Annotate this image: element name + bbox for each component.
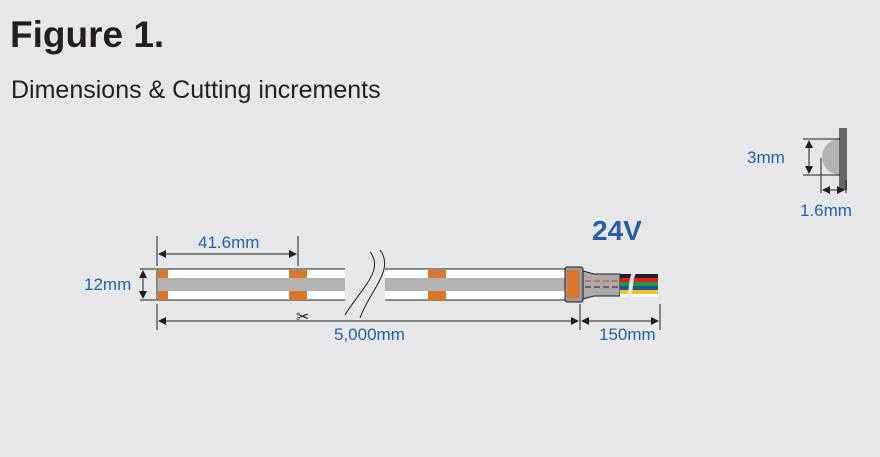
profile-view: 3mm 1.6mm <box>747 128 852 220</box>
led-strip <box>156 249 568 319</box>
cut-pads <box>158 270 446 300</box>
cut-length-label: 41.6mm <box>198 233 259 252</box>
figure-title: Figure 1. <box>10 14 165 55</box>
scissors-icon: ✂ <box>296 309 309 326</box>
profile-depth-label: 1.6mm <box>800 201 852 220</box>
width-label: 12mm <box>84 275 131 294</box>
figure-subtitle: Dimensions & Cutting increments <box>11 76 381 104</box>
connector <box>564 266 658 304</box>
break-gap <box>345 262 385 308</box>
lead-length-label: 150mm <box>599 325 656 344</box>
dimension-lines <box>139 236 661 330</box>
profile-height-label: 3mm <box>747 148 785 167</box>
voltage-label: 24V <box>592 215 642 246</box>
total-length-label: 5,000mm <box>334 325 405 344</box>
